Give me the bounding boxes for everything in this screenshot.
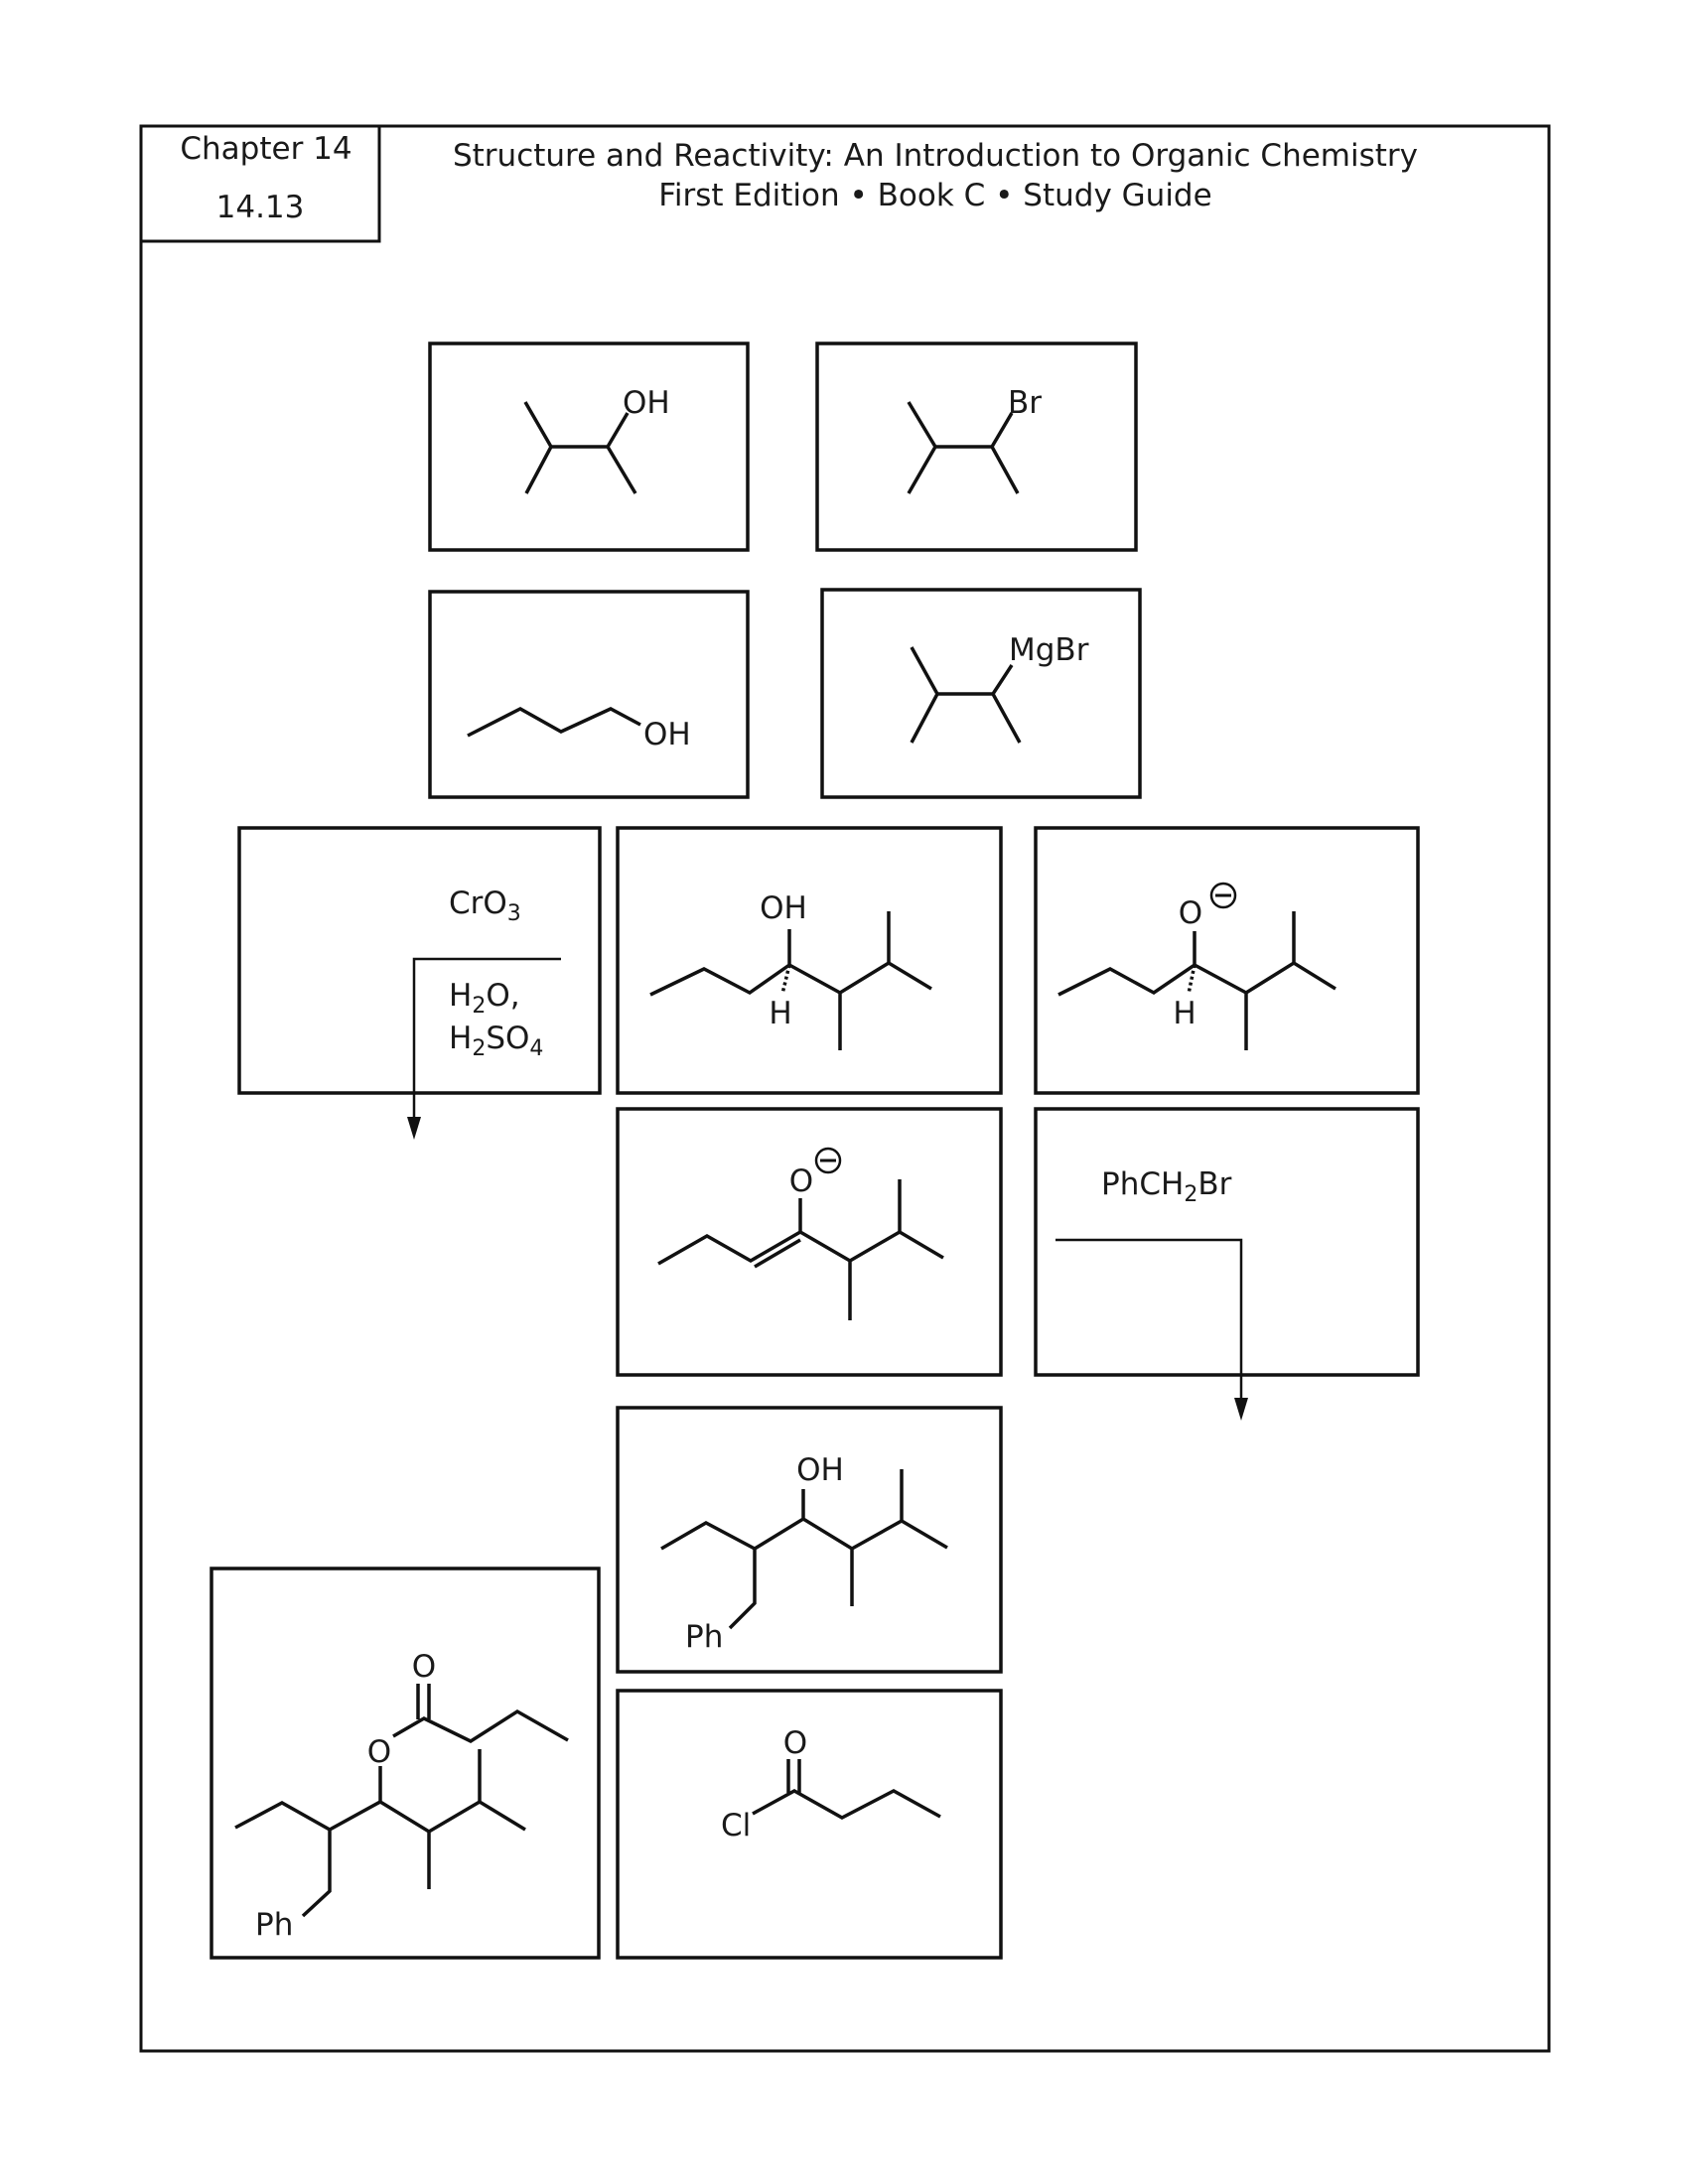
reagent-h2so4: H2SO4 [449,1021,543,1061]
hashed-bond [1187,964,1196,995]
skeletal-bonds [467,707,641,738]
skeletal-bonds [523,401,637,494]
reagent-cro3: CrO3 [449,886,521,926]
page-border [139,124,1551,2053]
chapter-box: Chapter 14 14.13 [139,124,381,243]
chapter-box-border [139,124,381,243]
hydroxyl-label: OH [796,1452,844,1488]
phenyl-label: Ph [255,1907,293,1943]
molecule-branched-alcohol: OH [428,341,750,552]
negative-charge-icon [1209,882,1237,909]
structure-box [616,1406,1003,1674]
molecule-heptanol: OH H [616,826,1003,1095]
reaction-arrow-shaft [1055,1238,1243,1398]
book-title-line1: Structure and Reactivity: An Introductio… [453,138,1418,174]
structure-box [820,588,1142,799]
chlorine-label: Cl [721,1808,751,1843]
negative-charge-icon [814,1147,842,1174]
reagent-oxidation: CrO3 H2O, H2SO4 [237,826,602,1140]
skeletal-bonds [752,1759,941,1820]
oxygen-label: O [789,1163,813,1199]
reaction-arrow-head [1234,1398,1248,1421]
molecule-grignard: MgBr [820,588,1142,799]
hydrogen-label: H [1173,996,1196,1031]
structure-box [1034,826,1420,1095]
book-title-line2: First Edition • Book C • Study Guide [658,178,1211,213]
structure-box [428,590,750,799]
reagent-alkylation: PhCH2Br [1034,1107,1420,1421]
ester-oxygen-label: O [367,1734,391,1770]
molecule-butanol: OH [428,590,750,799]
hydroxyl-label: OH [643,717,691,752]
reaction-arrow-head [407,1117,421,1140]
carbonyl-oxygen-label: O [783,1725,807,1761]
hashed-bond [780,964,791,995]
skeletal-bonds [660,1469,948,1630]
bromine-label: Br [1008,385,1042,421]
skeletal-bonds [657,1179,944,1320]
hydrogen-label: H [769,996,791,1031]
oxygen-label: O [1179,895,1202,931]
reaction-arrow-shaft [412,957,561,1117]
skeletal-bonds [910,646,1022,744]
reagent-benzyl-bromide: PhCH2Br [1101,1166,1232,1207]
reagent-h2o: H2O, [449,978,520,1019]
reagent-box [237,826,602,1095]
structure-box [210,1567,601,1960]
skeletal-bonds [907,401,1020,494]
structure-box [815,341,1138,552]
chapter-label: Chapter 14 [180,131,352,167]
structure-box [616,1107,1003,1377]
structure-box [616,826,1003,1095]
skeletal-bonds [1057,911,1336,1050]
molecule-benzylated-alcohol: OH Ph [616,1406,1003,1674]
structure-box [428,341,750,552]
carbonyl-oxygen-label: O [412,1649,436,1685]
molecule-bromide: Br [815,341,1138,552]
molecule-enolate: O [616,1107,1003,1377]
structure-box [616,1689,1003,1960]
mgbr-label: MgBr [1009,632,1089,668]
phenyl-label: Ph [685,1619,723,1655]
molecule-ester: O O Ph [210,1567,601,1960]
book-title: Structure and Reactivity: An Introductio… [453,138,1418,213]
molecule-acid-chloride: O Cl [616,1689,1003,1960]
hydroxyl-label: OH [623,385,670,421]
molecule-alkoxide: O H [1034,826,1420,1095]
hydroxyl-label: OH [760,890,807,926]
section-number: 14.13 [216,190,305,225]
skeletal-bonds [234,1684,569,1918]
reagent-box [1034,1107,1420,1377]
